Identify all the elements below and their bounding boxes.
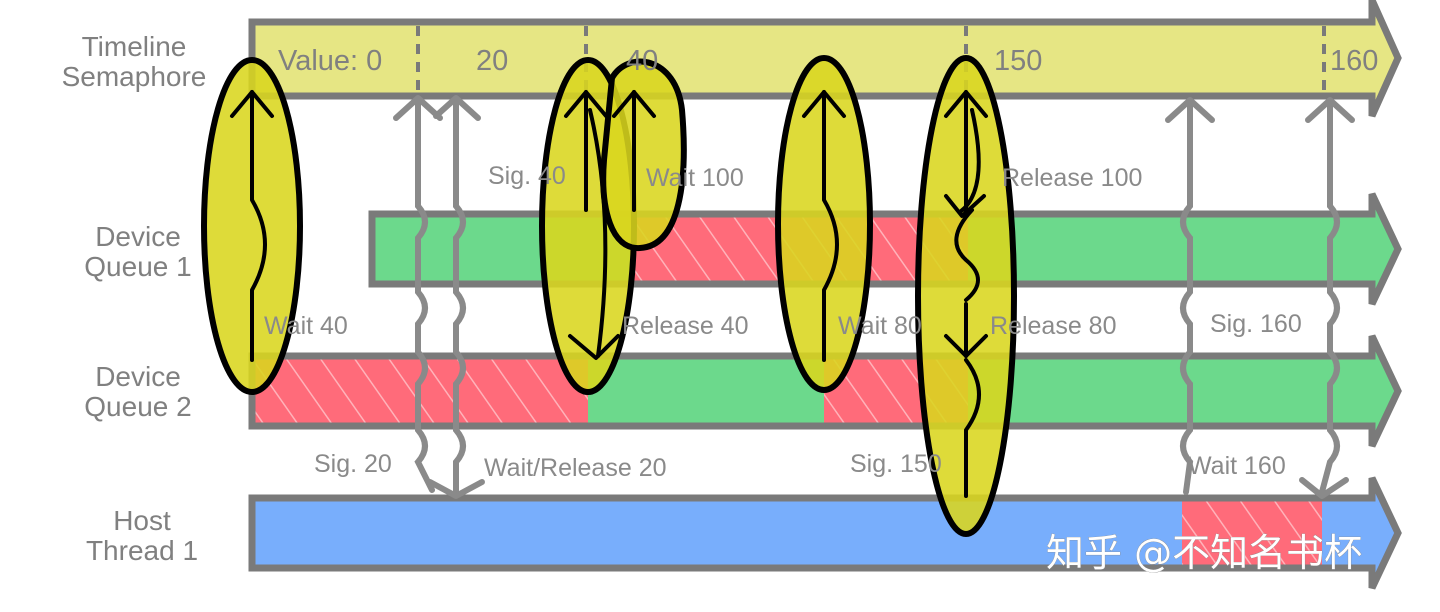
event-release-80: Release 80 bbox=[990, 312, 1116, 340]
semaphore-label-line2: Semaphore bbox=[62, 61, 207, 92]
event-wait-100: Wait 100 bbox=[646, 164, 744, 192]
event-sig-40: Sig. 40 bbox=[488, 162, 566, 190]
host-label-line2: Thread 1 bbox=[86, 535, 198, 566]
host-thread-bar bbox=[248, 476, 1402, 590]
event-sig-20: Sig. 20 bbox=[314, 450, 392, 478]
semaphore-value-0: Value: 0 bbox=[278, 45, 382, 77]
queue2-label-line1: Device bbox=[95, 361, 181, 392]
connection-arrowheads bbox=[393, 95, 1355, 499]
semaphore-value-160: 160 bbox=[1330, 45, 1378, 77]
event-wait-160: Wait 160 bbox=[1188, 452, 1286, 480]
highlight-ellipses bbox=[201, 55, 1017, 537]
event-release-40: Release 40 bbox=[622, 312, 748, 340]
host-label-line1: Host bbox=[113, 505, 171, 536]
queue1-label-line2: Queue 1 bbox=[84, 251, 191, 282]
queue1-bar bbox=[368, 192, 1402, 306]
event-wait-80: Wait 80 bbox=[838, 312, 922, 340]
semaphore-value-20: 20 bbox=[476, 45, 508, 77]
semaphore-label-line1: Timeline bbox=[82, 31, 187, 62]
event-sig-150: Sig. 150 bbox=[850, 450, 942, 478]
highlight-arrows bbox=[230, 90, 988, 498]
event-release-100: Release 100 bbox=[1002, 164, 1142, 192]
connection-curves bbox=[414, 97, 1340, 495]
watermark: 知乎 @不知名书杯 bbox=[1046, 531, 1362, 575]
event-wait-release-20: Wait/Release 20 bbox=[484, 454, 667, 482]
semaphore-value-150: 150 bbox=[994, 45, 1042, 77]
event-wait-40: Wait 40 bbox=[264, 312, 348, 340]
queue1-label-line1: Device bbox=[95, 221, 181, 252]
event-sig-160: Sig. 160 bbox=[1210, 310, 1302, 338]
semaphore-value-40: 40 bbox=[626, 45, 658, 77]
queue2-label-line2: Queue 2 bbox=[84, 391, 191, 422]
